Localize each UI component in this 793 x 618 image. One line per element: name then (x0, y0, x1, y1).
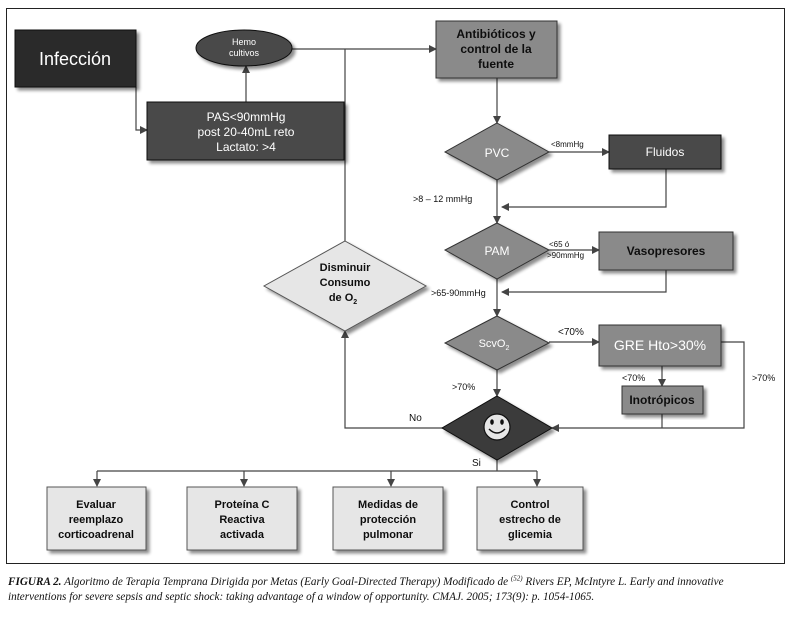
label-gre-low: <70% (622, 373, 645, 383)
scvo2-diamond: ScvO2 (443, 315, 551, 371)
pvc-label: PVC (485, 146, 510, 160)
proteina-box: Proteína C Reactiva activada (186, 486, 298, 551)
caption-label: FIGURA 2. (8, 576, 62, 588)
inotropicos-label: Inotrópicos (629, 393, 695, 407)
label-pam-low-2: >90mmHg (547, 251, 584, 260)
disminuir-diamond: Disminuir Consumo de O2 (262, 240, 428, 332)
control-label-3: glicemia (508, 529, 553, 541)
pam-diamond: PAM (443, 222, 551, 280)
evaluar-label-3: corticoadrenal (58, 529, 134, 541)
smiley-face-icon (483, 413, 511, 441)
pas-label-2: post 20-40mL reto (198, 125, 295, 139)
connectors (93, 45, 745, 487)
pvc-diamond: PVC (443, 122, 551, 181)
medidas-label-2: protección (360, 514, 417, 526)
caption-text-2: Rivers EP, McIntyre L. Early and innovat… (8, 576, 724, 603)
proteina-label-3: activada (220, 529, 265, 541)
label-si: Si (472, 458, 481, 469)
label-scv-ok: >70% (452, 382, 475, 392)
label-pvc-ok: >8 – 12 mmHg (413, 194, 472, 204)
edge-decision-disminuir (341, 330, 444, 429)
medidas-label-1: Medidas de (358, 499, 418, 511)
scvo2-label: ScvO2 (479, 338, 510, 352)
label-gre-ok: >70% (752, 373, 775, 383)
pas-label-1: PAS<90mmHg (207, 110, 286, 124)
evaluar-label-1: Evaluar (76, 499, 116, 511)
edge-gre-decision (551, 341, 745, 432)
control-label-1: Control (510, 499, 549, 511)
medidas-box: Medidas de protección pulmonar (332, 486, 444, 551)
antibioticos-label-1: Antibióticos y (456, 27, 536, 41)
antibioticos-box: Antibióticos y control de la fuente (435, 20, 558, 79)
edge-infeccion-pas (135, 87, 148, 134)
gre-box: GRE Hto>30% (598, 324, 722, 367)
infeccion-label: Infección (39, 49, 111, 69)
pas-label-3: Lactato: >4 (216, 140, 276, 154)
hemocultivos-ellipse: Hemo cultivos (195, 29, 293, 67)
disminuir-label-3: de O2 (329, 292, 357, 306)
antibioticos-label-2: control de la (460, 42, 532, 56)
disminuir-label-2: Consumo (320, 277, 371, 289)
edge-fluidos-return (501, 169, 667, 211)
proteina-label-1: Proteína C (214, 499, 269, 511)
pas-box: PAS<90mmHg post 20-40mL reto Lactato: >4 (146, 101, 345, 161)
pam-label: PAM (484, 244, 509, 258)
gre-label: GRE Hto>30% (614, 337, 706, 353)
figure-caption: FIGURA 2. Algoritmo de Terapia Temprana … (8, 575, 783, 605)
inotropicos-box: Inotrópicos (621, 385, 704, 415)
medidas-label-3: pulmonar (363, 529, 414, 541)
control-box: Control estrecho de glicemia (476, 486, 584, 551)
label-pam-low-1: <65 ó (549, 240, 570, 249)
caption-text-1: Algoritmo de Terapia Temprana Dirigida p… (61, 576, 511, 588)
vasopresores-box: Vasopresores (598, 231, 734, 271)
infeccion-box: Infección (14, 29, 137, 88)
hemocultivos-label-2: cultivos (229, 48, 260, 58)
edge-labels: <8mmHg >8 – 12 mmHg <65 ó >90mmHg >65-90… (409, 140, 775, 469)
fluidos-box: Fluidos (608, 134, 722, 170)
caption-ref: (52) (510, 574, 523, 583)
edge-decision-bottom (97, 460, 537, 472)
vasopresores-label: Vasopresores (627, 244, 706, 258)
proteina-label-2: Reactiva (219, 514, 265, 526)
label-no: No (409, 413, 422, 424)
flowchart: Infección Hemo cultivos PAS<90mmHg post … (14, 20, 775, 551)
label-scv-low: <70% (558, 327, 584, 338)
fluidos-label: Fluidos (646, 145, 685, 159)
hemocultivos-label-1: Hemo (232, 37, 256, 47)
control-label-2: estrecho de (499, 514, 561, 526)
label-pvc-low: <8mmHg (551, 140, 584, 149)
label-pam-ok: >65-90mmHg (431, 288, 486, 298)
antibioticos-label-3: fuente (478, 57, 514, 71)
edge-vasopresores-return (501, 270, 667, 296)
evaluar-box: Evaluar reemplazo corticoadrenal (46, 486, 147, 551)
disminuir-label-1: Disminuir (320, 262, 371, 274)
evaluar-label-2: reemplazo (69, 514, 124, 526)
